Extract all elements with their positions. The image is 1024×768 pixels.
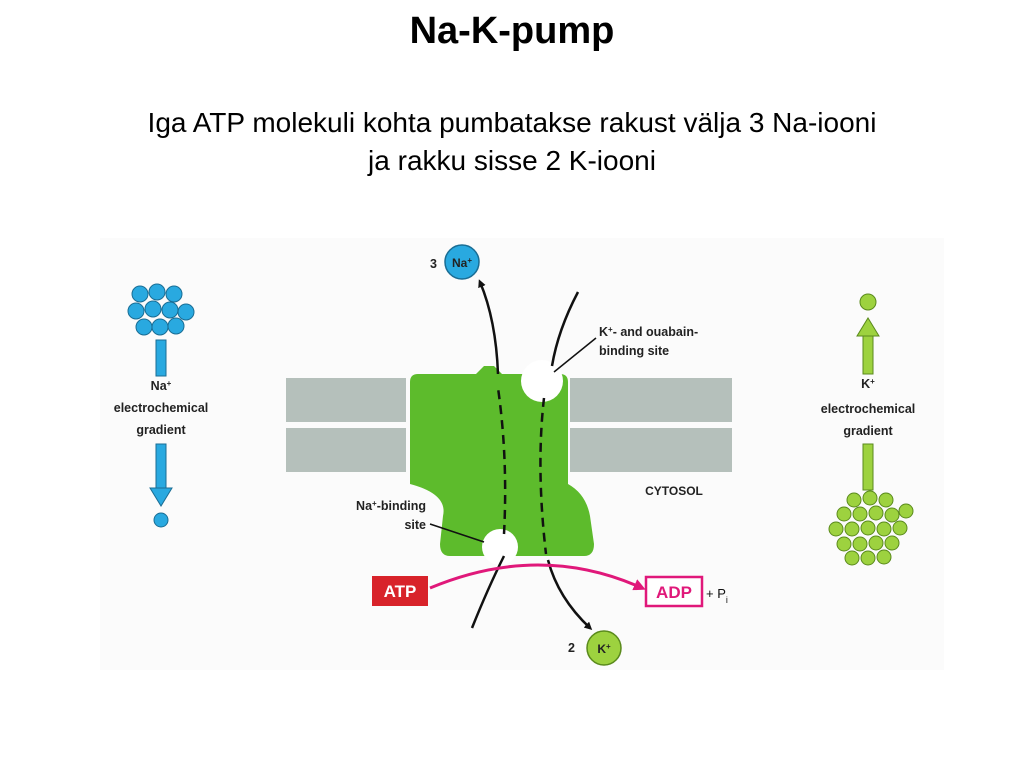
na-gradient-label-line3: gradient — [136, 423, 186, 437]
na-exit-arrow — [478, 279, 500, 375]
na-ion-label: Na+ — [452, 256, 472, 271]
k-gradient-shaft-top — [862, 335, 874, 375]
k-ion-in: 2 K+ — [568, 630, 622, 666]
k-ion-circle — [586, 630, 622, 666]
na-single-ion — [153, 512, 169, 528]
membrane-inner-left — [286, 428, 406, 472]
na-count: 3 — [430, 257, 437, 271]
k-gradient-label-line3: gradient — [843, 424, 893, 438]
k-ion-cluster — [828, 490, 914, 566]
atp-box: ATP — [372, 576, 428, 606]
na-binding-leader — [429, 523, 485, 543]
k-influx-arrow — [546, 559, 593, 631]
k-single-ion — [859, 293, 877, 311]
na-ion-circle — [444, 244, 480, 280]
membrane-outer-right — [570, 378, 732, 422]
k-gradient-label: K+ — [861, 377, 875, 392]
na-ion-cluster — [127, 283, 195, 336]
subtitle-line-1: Iga ATP molekuli kohta pumbatakse rakust… — [147, 107, 877, 138]
na-binding-site-label-line2: site — [404, 518, 426, 532]
k-count: 2 — [568, 641, 575, 655]
na-gradient-shaft-bottom — [155, 443, 167, 489]
k-binding-site-pocket — [521, 360, 563, 402]
membrane-inner-right — [570, 428, 732, 472]
na-efflux-arrow — [470, 555, 506, 629]
adp-box-rect — [644, 575, 704, 608]
k-binding-leader — [553, 337, 597, 373]
na-gradient-shaft-top — [155, 339, 167, 377]
subtitle-line-2: ja rakku sisse 2 K-iooni — [368, 145, 656, 176]
na-ion-out: 3 Na+ — [430, 244, 480, 280]
k-binding-site-label: K+- and ouabain- — [599, 325, 698, 340]
cell-membrane — [286, 378, 732, 472]
na-gradient-arrowhead — [149, 487, 173, 507]
k-ion-label: K+ — [597, 642, 611, 657]
slide-title: Na-K-pump — [409, 10, 615, 52]
k-gradient-label-line2: electrochemical — [821, 402, 916, 416]
na-gradient-label-line2: electrochemical — [114, 401, 209, 415]
adp-box: ADP — [644, 575, 704, 608]
na-binding-site-label: Na+-binding — [356, 499, 426, 514]
na-binding-site-pocket — [482, 529, 518, 565]
atp-label: ATP — [384, 582, 417, 601]
k-gradient-shaft-bottom — [862, 443, 874, 491]
atp-hydrolysis-arrow — [429, 563, 646, 591]
membrane-outer-left — [286, 378, 406, 422]
na-k-pump-diagram: 3 Na+ 2 K+ K+- and ouabain- binding site… — [100, 238, 944, 670]
k-binding-site-label-line2: binding site — [599, 344, 669, 358]
adp-label: ADP — [656, 583, 692, 602]
atp-box-rect — [372, 576, 428, 606]
phosphate-label: + Pi — [706, 586, 728, 605]
na-dashed-path — [496, 387, 507, 535]
na-k-pump-protein — [410, 366, 594, 556]
k-entry-arrow — [550, 291, 580, 367]
k-dashed-path — [539, 397, 548, 555]
slide-subtitle: Iga ATP molekuli kohta pumbatakse rakust… — [40, 104, 984, 180]
cytosol-label: CYTOSOL — [645, 484, 703, 498]
na-gradient-label: Na+ — [151, 379, 172, 394]
